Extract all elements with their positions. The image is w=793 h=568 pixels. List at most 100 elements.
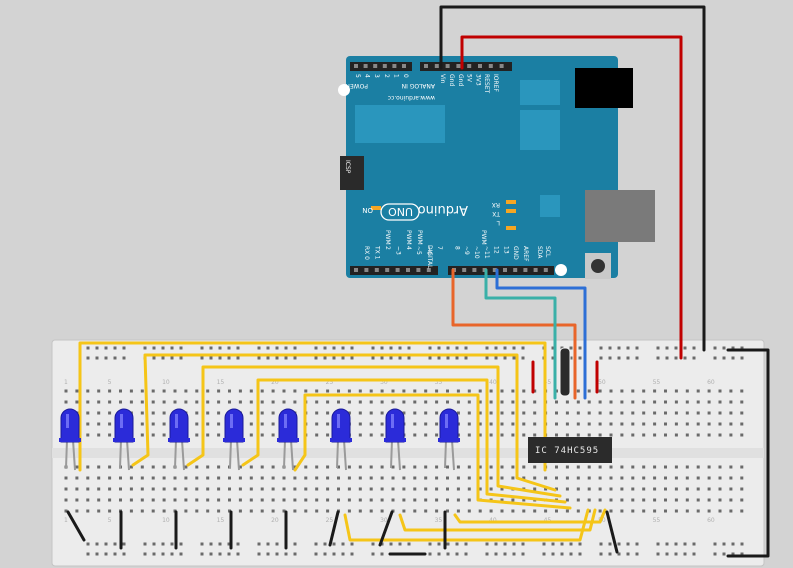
rail-hole [86, 356, 90, 360]
breadboard-hole [631, 433, 635, 437]
breadboard-hole [326, 411, 330, 415]
header-pin [354, 64, 358, 68]
pwm-label: PWM [416, 230, 423, 245]
breadboard-hole [206, 509, 210, 513]
rail-hole [494, 542, 498, 546]
rail-hole [512, 542, 516, 546]
breadboard-hole [620, 400, 624, 404]
led-body [224, 408, 244, 443]
breadboard-hole [500, 498, 504, 502]
arduino-url: www.arduino.cc [388, 94, 435, 101]
breadboard-hole [108, 422, 112, 426]
breadboard-hole [511, 433, 515, 437]
breadboard-hole [696, 487, 700, 491]
breadboard-hole [533, 487, 537, 491]
rail-hole [551, 346, 555, 350]
breadboard-hole [326, 476, 330, 480]
rail-hole [86, 552, 90, 556]
rail-hole [578, 552, 582, 556]
breadboard-hole [555, 400, 558, 404]
breadboard-hole [282, 400, 286, 404]
breadboard-hole [478, 400, 482, 404]
breadboard-hole [674, 389, 678, 393]
breadboard-hole [631, 422, 635, 426]
rail-hole [284, 346, 288, 350]
rail-hole [692, 542, 696, 546]
led-rim [223, 438, 245, 442]
rail-hole [104, 552, 108, 556]
breadboard-hole [729, 465, 733, 469]
breadboard-hole [685, 476, 689, 480]
breadboard-hole [249, 465, 253, 469]
rail-hole [521, 356, 525, 360]
breadboard-hole [642, 487, 646, 491]
column-number: 35 [435, 379, 443, 386]
breadboard-hole [402, 476, 406, 480]
rail-hole [485, 542, 489, 546]
breadboard-hole [97, 487, 101, 491]
breadboard-hole [195, 498, 199, 502]
rail-hole [323, 346, 327, 350]
led-leg [343, 439, 347, 471]
breadboard-hole [184, 476, 188, 480]
rail-hole [551, 542, 555, 546]
breadboard-hole [119, 498, 122, 502]
rail-hole [170, 356, 174, 360]
breadboard-hole [435, 389, 439, 393]
led-rim [438, 438, 460, 442]
rail-hole [464, 552, 468, 556]
led-leg [283, 439, 286, 469]
breadboard-hole [151, 509, 155, 513]
breadboard-hole [162, 389, 166, 393]
breadboard-hole [555, 476, 558, 480]
breadboard-hole [97, 476, 101, 480]
breadboard-hole [217, 487, 221, 491]
breadboard-hole [598, 422, 602, 426]
column-number: 5 [108, 379, 112, 386]
breadboard-hole [129, 389, 133, 393]
analog-pin-label: 5 [354, 74, 361, 78]
rail-hole [179, 346, 183, 350]
breadboard-hole [467, 498, 471, 502]
breadboard-hole [740, 509, 744, 513]
rail-hole [665, 552, 669, 556]
breadboard-hole [707, 487, 711, 491]
rail-hole [209, 542, 213, 546]
breadboard-hole [598, 400, 602, 404]
breadboard-hole [478, 487, 482, 491]
header-pin [363, 64, 368, 68]
breadboard-hole [271, 476, 275, 480]
column-number: 10 [162, 379, 170, 386]
breadboard-hole [326, 465, 330, 469]
header-pin [402, 64, 406, 68]
rail-hole [332, 542, 336, 546]
ground-wire [378, 510, 394, 547]
header-pin [382, 64, 387, 68]
breadboard-hole [119, 400, 122, 404]
breadboard-hole [456, 400, 460, 404]
column-number: 40 [489, 379, 497, 386]
breadboard-hole [522, 509, 526, 513]
breadboard-hole [446, 400, 449, 404]
breadboard-hole [206, 400, 210, 404]
breadboard-hole [86, 487, 90, 491]
breadboard-hole [598, 487, 602, 491]
breadboard-hole [238, 389, 242, 393]
breadboard-hole [293, 509, 297, 513]
digital-label: DIGITAL [426, 245, 433, 269]
breadboard-hole [271, 498, 275, 502]
rail-hole [464, 356, 468, 360]
pcb-silkscreen-block [355, 105, 445, 143]
rail-hole [722, 346, 726, 350]
power-pin-label: Gnd [457, 74, 464, 86]
breadboard-hole [729, 389, 733, 393]
breadboard-hole [64, 487, 68, 491]
column-number: 20 [271, 379, 279, 386]
breadboard-hole [729, 498, 733, 502]
breadboard-hole [511, 476, 515, 480]
rail-hole [380, 552, 384, 556]
chip-label: IC 74HC595 [535, 446, 599, 456]
rail-hole [332, 552, 336, 556]
breadboard-hole [97, 422, 101, 426]
header-pin [445, 64, 450, 68]
